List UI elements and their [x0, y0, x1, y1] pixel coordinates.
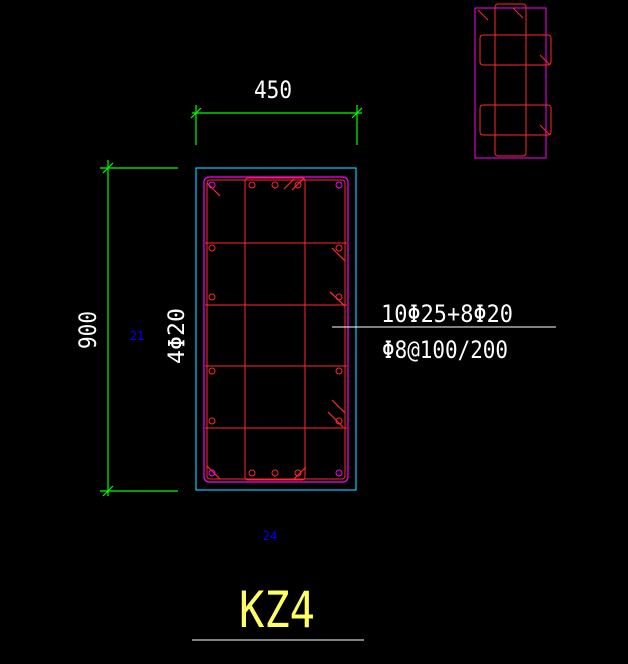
longitudinal-bars [208, 181, 343, 477]
rebar [271, 181, 279, 189]
height-dimension [100, 160, 178, 497]
stirrups-label: Φ8@100/200 [382, 336, 508, 364]
hook [329, 291, 346, 307]
height-dimension-label: 900 [74, 311, 102, 349]
inner-ties [205, 177, 347, 481]
side-bars-label: 4Φ20 [165, 308, 190, 364]
width-dimension-label: 450 [254, 76, 292, 104]
reference-section-thumbnail [474, 3, 552, 159]
hook [331, 399, 346, 414]
hook [206, 465, 221, 480]
marker-bottom: 24 [263, 529, 277, 543]
corner-bar [335, 181, 343, 189]
rebar [208, 417, 216, 425]
marker-left: 21 [130, 329, 144, 343]
center-tie [244, 177, 306, 481]
thumbnail-hook [477, 9, 489, 21]
corner-bar [335, 469, 343, 477]
hook [327, 411, 344, 428]
main-bars-label: 10Φ25+8Φ20 [381, 300, 513, 328]
rebar [208, 293, 216, 301]
rebar [335, 367, 343, 375]
width-tick-right [351, 107, 363, 119]
rebar [248, 181, 256, 189]
rebar [335, 417, 343, 425]
thumbnail-cross-tie-upper [479, 34, 552, 66]
rebar [271, 469, 279, 477]
rebar [248, 469, 256, 477]
thumbnail-cross-tie-lower [479, 104, 552, 136]
thumbnail-outline [474, 7, 547, 159]
tie-hooks [206, 177, 346, 480]
thumbnail-hook [512, 7, 524, 19]
drawing-title: KZ4 [239, 581, 315, 639]
width-tick-left [190, 107, 202, 119]
hook [291, 177, 305, 191]
thumbnail-hook [539, 124, 551, 136]
corner-bar [208, 469, 216, 477]
hook [331, 247, 346, 262]
rebar [208, 244, 216, 252]
hook [293, 466, 307, 480]
height-tick-top [102, 162, 114, 174]
rebar [294, 469, 302, 477]
thumbnail-inner-tie [494, 3, 527, 157]
rebar [208, 367, 216, 375]
thumbnail-hook [539, 54, 551, 66]
hook [283, 178, 295, 190]
rebar [294, 181, 302, 189]
column-outline [195, 167, 357, 491]
height-tick-bottom [102, 485, 114, 497]
corner-bar [208, 181, 216, 189]
outer-stirrup [203, 176, 349, 483]
perimeter-tie [206, 179, 346, 480]
width-dimension [190, 105, 363, 145]
rebar [335, 244, 343, 252]
rebar [335, 293, 343, 301]
